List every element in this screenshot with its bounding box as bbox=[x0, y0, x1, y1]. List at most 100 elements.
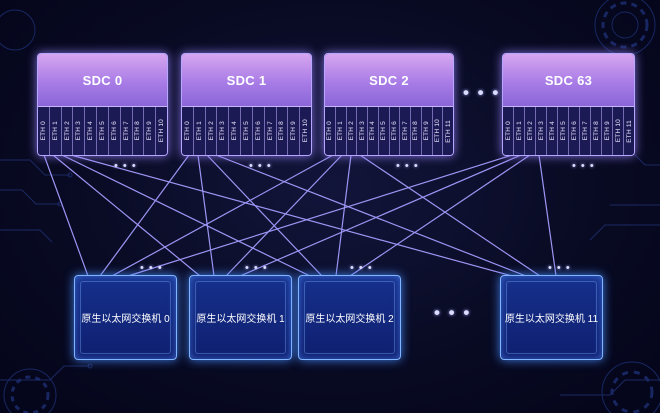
eth-port: ETH 9 bbox=[288, 107, 301, 155]
eth-port: ETH 0 bbox=[182, 107, 194, 155]
eth-port: ETH 8 bbox=[411, 107, 422, 155]
eth-port-label: ETH 2 bbox=[63, 121, 71, 141]
eth-port: ETH 9 bbox=[602, 107, 613, 155]
eth-port: ETH 3 bbox=[357, 107, 368, 155]
eth-port-label: ETH 8 bbox=[278, 121, 286, 141]
eth-port: ETH 1 bbox=[50, 107, 62, 155]
eth-port: ETH 8 bbox=[133, 107, 145, 155]
sdc-port-ellipsis: • • • bbox=[572, 160, 595, 172]
sdc-switch-link bbox=[538, 154, 557, 277]
eth-port-label: ETH 0 bbox=[183, 121, 191, 141]
sdc-title: SDC 2 bbox=[325, 54, 453, 107]
switch-label: 原生以太网交换机 11 bbox=[504, 314, 599, 325]
eth-port: ETH 4 bbox=[368, 107, 379, 155]
sdc-switch-link bbox=[43, 154, 89, 277]
sdc-switch-link bbox=[99, 154, 190, 277]
eth-port-label: ETH 7 bbox=[581, 121, 589, 141]
eth-port-label: ETH 1 bbox=[337, 121, 345, 141]
eth-port-label: ETH 9 bbox=[290, 121, 298, 141]
eth-port: ETH 3 bbox=[73, 107, 86, 155]
eth-port-label: ETH 2 bbox=[347, 121, 355, 141]
eth-port-label: ETH 10 bbox=[614, 119, 622, 143]
sdc-port-ellipsis: • • • bbox=[396, 160, 419, 172]
eth-port-label: ETH 8 bbox=[412, 121, 420, 141]
sdc-switch-link bbox=[111, 154, 334, 277]
eth-port-label: ETH 8 bbox=[134, 121, 142, 141]
eth-port-label: ETH 5 bbox=[380, 121, 388, 141]
eth-port-label: ETH 4 bbox=[87, 121, 95, 141]
sdc-switch-link bbox=[335, 154, 352, 277]
eth-port: ETH 4 bbox=[85, 107, 98, 155]
switch-port-ellipsis: • • • bbox=[245, 262, 268, 274]
eth-port: ETH 10 bbox=[300, 107, 311, 155]
eth-port: ETH 6 bbox=[390, 107, 401, 155]
sdc-title: SDC 0 bbox=[38, 54, 167, 107]
eth-port-label: ETH 9 bbox=[603, 121, 611, 141]
eth-port-label: ETH 10 bbox=[158, 119, 166, 143]
eth-port: ETH 6 bbox=[569, 107, 580, 155]
more-switch-ellipsis: • • • bbox=[434, 303, 472, 322]
eth-port-label: ETH 9 bbox=[146, 121, 154, 141]
eth-port-label: ETH 4 bbox=[231, 121, 239, 141]
sdc-title: SDC 1 bbox=[182, 54, 311, 107]
eth-port-label: ETH 6 bbox=[390, 121, 398, 141]
eth-port: ETH 5 bbox=[97, 107, 109, 155]
eth-port: ETH 4 bbox=[547, 107, 558, 155]
eth-port: ETH 0 bbox=[503, 107, 514, 155]
switch-port-ellipsis: • • • bbox=[350, 262, 373, 274]
eth-port-label: ETH 3 bbox=[75, 121, 83, 141]
eth-port: ETH 7 bbox=[121, 107, 133, 155]
eth-port: ETH 0 bbox=[325, 107, 336, 155]
eth-port: ETH 8 bbox=[591, 107, 602, 155]
eth-port: ETH 8 bbox=[277, 107, 289, 155]
switch-port-ellipsis: • • • bbox=[548, 262, 571, 274]
eth-port-label: ETH 4 bbox=[548, 121, 556, 141]
eth-port: ETH 6 bbox=[109, 107, 121, 155]
sdc-switch-link bbox=[197, 154, 215, 277]
eth-port-label: ETH 6 bbox=[110, 121, 118, 141]
sdc-switch-link bbox=[349, 154, 531, 277]
sdc-switch-link bbox=[70, 154, 513, 277]
sdc-switch-link bbox=[239, 154, 522, 277]
eth-port-label: ETH 3 bbox=[219, 121, 227, 141]
eth-port-label: ETH 5 bbox=[559, 121, 567, 141]
eth-port-label: ETH 3 bbox=[537, 121, 545, 141]
more-sdc-ellipsis: • • • bbox=[463, 83, 501, 102]
eth-port: ETH 10 bbox=[613, 107, 624, 155]
eth-port: ETH 7 bbox=[400, 107, 411, 155]
eth-port-label: ETH 6 bbox=[254, 121, 262, 141]
sdc-port-ellipsis: • • • bbox=[114, 160, 137, 172]
eth-port-label: ETH 7 bbox=[266, 121, 274, 141]
eth-port-label: ETH 5 bbox=[242, 121, 250, 141]
eth-port: ETH 9 bbox=[422, 107, 433, 155]
sdc-switch-link bbox=[359, 154, 541, 277]
eth-port: ETH 2 bbox=[525, 107, 536, 155]
ethernet-switch-11: 原生以太网交换机 11 bbox=[500, 275, 603, 360]
eth-port-label: ETH 1 bbox=[515, 121, 523, 141]
eth-port: ETH 2 bbox=[347, 107, 358, 155]
eth-port: ETH 6 bbox=[253, 107, 265, 155]
sdc-switch-link bbox=[52, 154, 201, 277]
eth-port-label: ETH 3 bbox=[358, 121, 366, 141]
eth-port: ETH 2 bbox=[62, 107, 74, 155]
ethernet-switch-1: 原生以太网交换机 1 bbox=[189, 275, 292, 360]
eth-port: ETH 5 bbox=[558, 107, 569, 155]
eth-port: ETH 1 bbox=[514, 107, 525, 155]
eth-port: ETH 5 bbox=[241, 107, 253, 155]
eth-port-label: ETH 11 bbox=[444, 119, 452, 143]
eth-port-label: ETH 2 bbox=[526, 121, 534, 141]
eth-port: ETH 7 bbox=[580, 107, 591, 155]
eth-port-label: ETH 1 bbox=[51, 121, 59, 141]
eth-port-label: ETH 10 bbox=[302, 119, 310, 143]
eth-port-label: ETH 1 bbox=[195, 121, 203, 141]
switch-port-ellipsis: • • • bbox=[140, 262, 163, 274]
eth-port-label: ETH 10 bbox=[433, 119, 441, 143]
eth-port: ETH 3 bbox=[536, 107, 547, 155]
